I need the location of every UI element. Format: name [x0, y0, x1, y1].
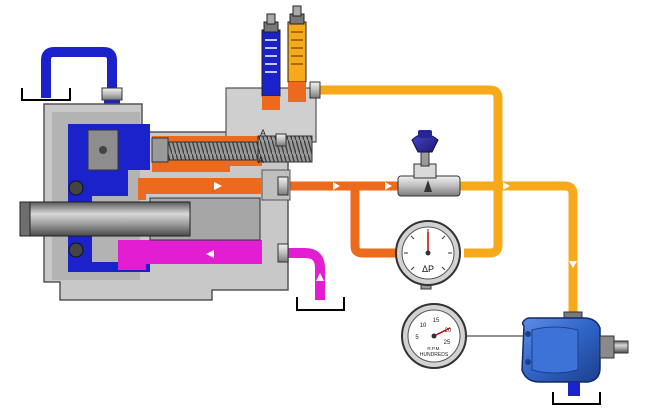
- drive-shaft: [19, 201, 191, 237]
- valve-block-fitting: [309, 81, 321, 99]
- compensator-valve-left: [261, 13, 281, 110]
- port-a-lower-label: A: [258, 155, 264, 165]
- needle-valve-knob-icon[interactable]: [411, 130, 439, 153]
- speed-scale-15: 15: [433, 318, 440, 324]
- pressure-line-to-motor: [460, 181, 578, 322]
- inlet-fitting: [277, 243, 289, 263]
- arrow-pilot-2: [385, 182, 392, 190]
- tank-top-left: [21, 88, 71, 101]
- speed-gauge-needle: [433, 327, 451, 337]
- arrow-suction-up: [316, 273, 324, 281]
- needle-valve: [397, 151, 461, 197]
- speed-scale-5: 5: [415, 335, 419, 341]
- shaft-bearings: [68, 180, 84, 258]
- pressure-line-relief-to-motor: [318, 85, 503, 258]
- speed-scale-25: 25: [444, 340, 451, 346]
- pilot-line-gauge-branch: [350, 186, 398, 258]
- compensator-valve-right: [287, 5, 307, 102]
- tank-bottom-motor: [552, 392, 601, 405]
- speed-gauge-unit: R.P.M.: [427, 346, 440, 351]
- speed-scale-10: 10: [420, 323, 427, 329]
- port-a-upper-label: A: [260, 128, 266, 138]
- arrow-pressure-down: [569, 261, 577, 268]
- case-drain-fitting: [101, 87, 123, 101]
- dp-gauge-label: ΔP: [422, 264, 434, 274]
- hydraulic-motor: [521, 311, 629, 396]
- case-drain-line: [41, 47, 117, 98]
- inlet-kidney: [118, 240, 262, 270]
- outlet-fitting: [277, 176, 289, 196]
- speed-gauge-multiplier: HUNDREDS: [420, 352, 449, 358]
- speed-scale-20: 20: [445, 328, 452, 334]
- outlet-kidney: [138, 178, 262, 200]
- suction-line: [286, 248, 325, 300]
- compensator-spool: [167, 141, 259, 161]
- arrow-pilot-1: [333, 182, 340, 190]
- tank-bottom-pump: [296, 297, 345, 311]
- flow-arrows: [316, 182, 577, 281]
- speed-gauge: 5 10 15 20 25 R.P.M. HUNDREDS: [401, 303, 467, 369]
- arrow-pressure-1: [503, 182, 510, 190]
- differential-pressure-gauge: ΔP: [395, 220, 461, 290]
